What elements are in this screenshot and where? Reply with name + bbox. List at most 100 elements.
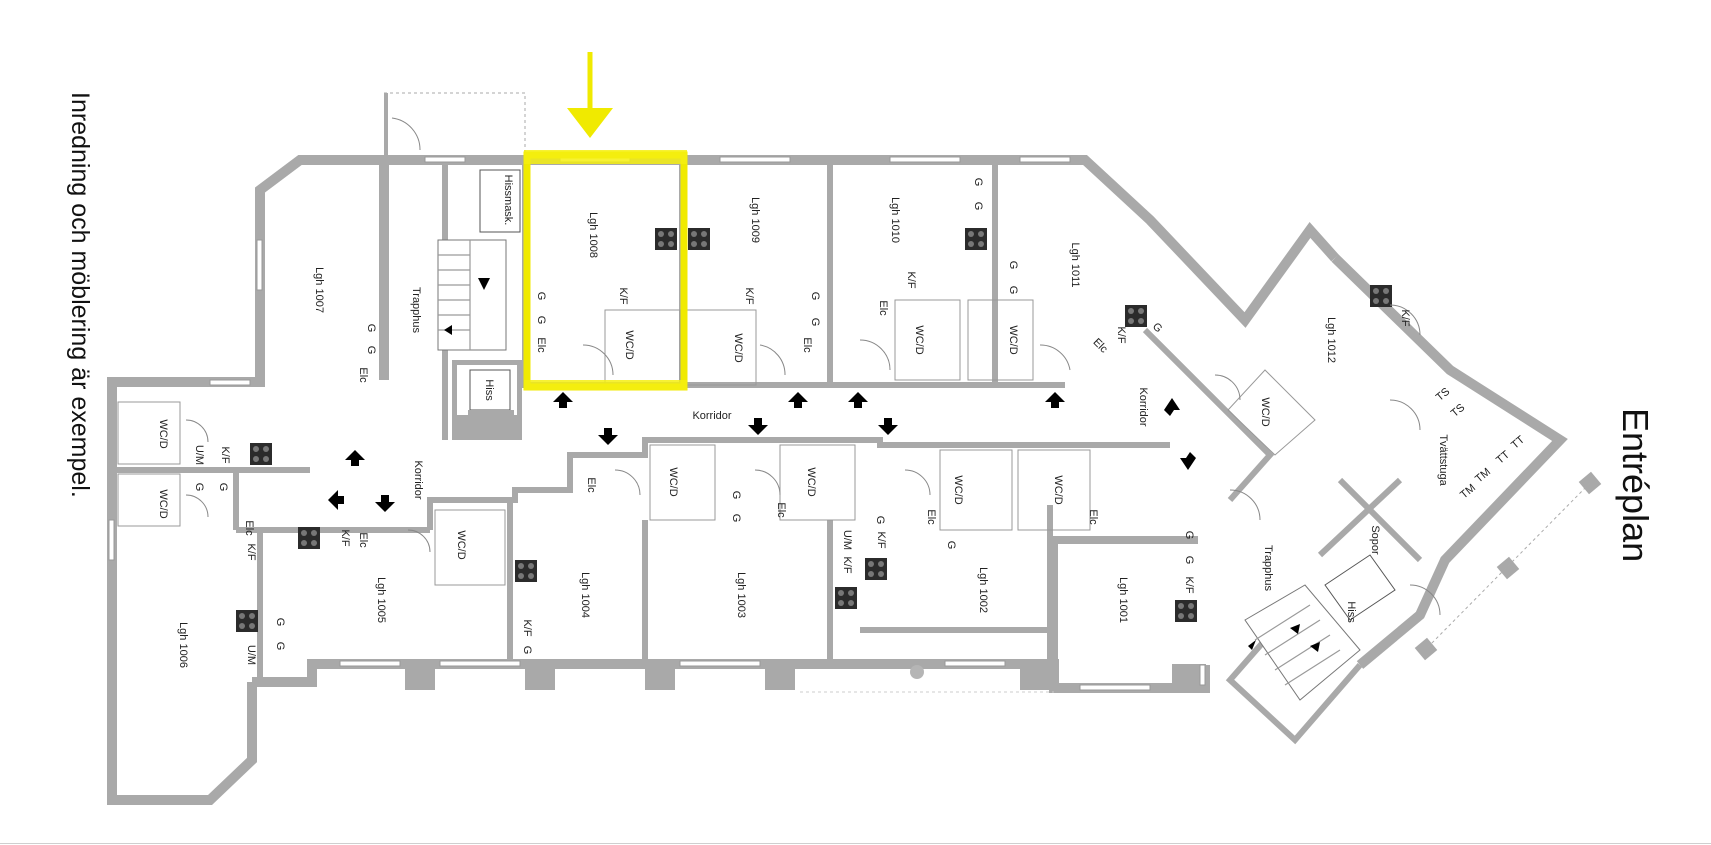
label-wcd: WC/D [623,330,635,359]
label-um: U/M [841,530,853,550]
label-elc: Elc [1087,509,1099,525]
label-g: G [874,516,886,525]
label-elc: Elc [357,367,369,383]
space-labels: Trapphus Hissmask. Hiss Korridor Korrido… [410,175,1449,624]
label-elc: Elc [775,502,787,518]
label-kf: K/F [219,446,231,463]
label-wcd: WC/D [455,530,467,559]
label-kf: K/F [841,556,853,573]
label-wcd: WC/D [157,489,169,518]
label-um: U/M [245,645,257,665]
label-elc: Elc [585,477,597,493]
label-kf: K/F [905,271,917,288]
label-korridor-left: Korridor [412,460,424,499]
label-g: G [217,483,229,492]
label-hiss-right: Hiss [1345,601,1357,623]
label-g: G [945,541,957,550]
label-g: G [809,292,821,301]
label-wcd: WC/D [805,467,817,496]
label-wcd: WC/D [913,325,925,354]
label-kf: K/F [521,619,533,636]
label-wcd: WC/D [952,475,964,504]
elevator-shafts [468,169,1396,621]
label-lgh-1008: Lgh 1008 [587,212,599,258]
label-kf: K/F [1183,576,1195,593]
highlight-lgh-1008 [523,52,688,391]
label-g: G [1183,556,1195,565]
label-wcd: WC/D [667,467,679,496]
label-g: G [730,491,742,500]
label-sopor: Sopor [1369,525,1381,555]
label-g: G [535,292,547,301]
fixture-labels: WC/D WC/D WC/D WC/D WC/D WC/D WC/D WC/D … [157,178,1527,665]
label-elc: Elc [535,337,547,353]
staircase-left [437,239,507,351]
label-trapphus-right: Trapphus [1262,545,1274,592]
label-g: G [972,202,984,211]
staircase-right [1244,584,1361,701]
label-wcd: WC/D [1052,475,1064,504]
label-elc: Elc [801,337,813,353]
label-tvattstuga: Tvättstuga [1437,434,1449,486]
label-hissmask: Hissmask. [502,175,514,226]
label-lgh-1002: Lgh 1002 [977,567,989,613]
label-lgh-1003: Lgh 1003 [735,572,747,618]
label-lgh-1009: Lgh 1009 [749,197,761,243]
label-elc: Elc [925,509,937,525]
label-lgh-1011: Lgh 1011 [1069,242,1081,287]
label-trapphus-left: Trapphus [410,287,422,334]
bottom-rule [0,843,1711,844]
label-tm: TM [1458,482,1478,501]
label-kf: K/F [245,543,257,560]
label-g: G [193,483,205,492]
label-wcd: WC/D [1007,325,1019,354]
furnishing-note: Inredning och möblering är exempel. [66,92,94,498]
label-lgh-1007: Lgh 1007 [313,267,325,313]
label-g: G [274,642,286,651]
label-elc: Elc [243,520,255,536]
entrance-arrows [328,392,1196,512]
label-tt: TT [1494,449,1512,467]
label-wcd: WC/D [157,419,169,448]
label-kf: K/F [339,529,351,546]
label-lgh-1010: Lgh 1010 [889,197,901,243]
floor-level-title: Entréplan [1615,408,1656,562]
label-tt: TT [1509,434,1527,452]
label-g: G [521,646,533,655]
label-g: G [365,346,377,355]
label-g: G [1007,261,1019,270]
label-kf: K/F [875,531,887,548]
door-swings [185,304,1441,616]
label-elc: Elc [877,300,889,316]
label-lgh-1004: Lgh 1004 [579,572,591,618]
label-elc: Elc [357,532,369,548]
label-lgh-1006: Lgh 1006 [177,622,189,668]
apartment-labels: Lgh 1008 Lgh 1009 Lgh 1010 Lgh 1011 Lgh … [177,197,1337,668]
label-g: G [365,324,377,333]
label-kf: K/F [617,287,629,304]
label-wcd: WC/D [1259,397,1271,426]
label-g: G [274,618,286,627]
label-ts: TS [1449,402,1467,420]
label-lgh-1005: Lgh 1005 [375,577,387,623]
label-um: U/M [193,445,205,465]
interior-walls [112,160,1423,682]
label-g: G [730,514,742,523]
label-kf: K/F [1399,309,1411,326]
label-g: G [1183,531,1195,540]
label-lgh-1012: Lgh 1012 [1325,317,1337,363]
label-elc: Elc [1090,336,1110,356]
entry-porch [384,92,526,160]
label-kf: K/F [743,287,755,304]
label-wcd: WC/D [732,333,744,362]
label-g: G [809,318,821,327]
label-g: G [1007,286,1019,295]
label-ts: TS [1434,386,1452,404]
kitchen-stoves [236,228,1392,632]
label-kf: K/F [1115,326,1127,343]
label-g: G [972,178,984,187]
exterior-details [800,471,1602,693]
label-korridor-right: Korridor [1137,387,1149,426]
label-hiss-left: Hiss [483,379,495,401]
